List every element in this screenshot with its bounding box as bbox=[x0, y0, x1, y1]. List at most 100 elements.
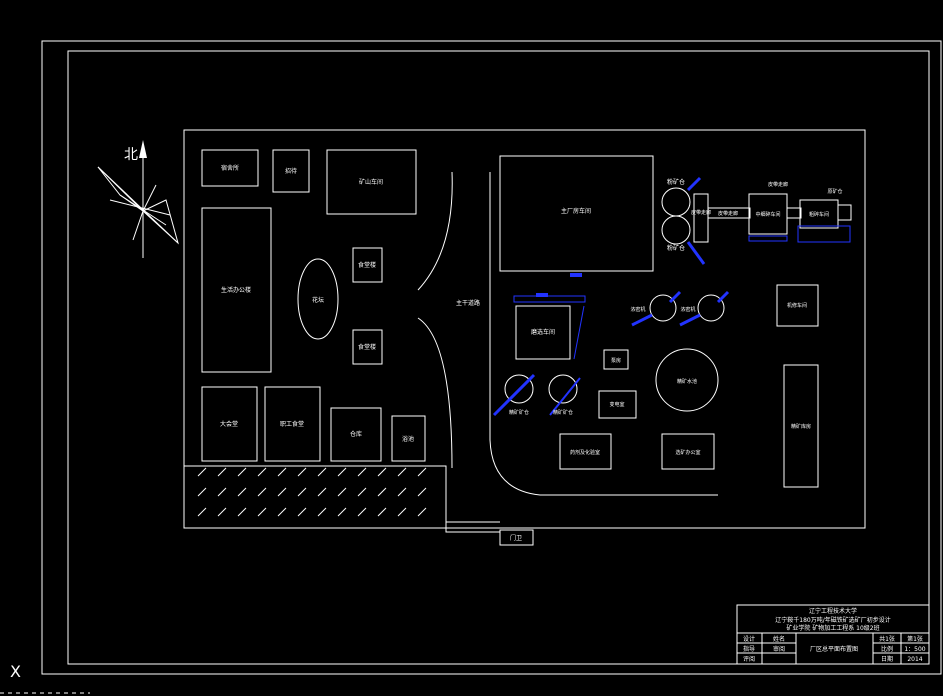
conveyor-tower-label: 皮带走廊 bbox=[691, 209, 711, 216]
building-office-label: 生活办公楼 bbox=[221, 286, 251, 294]
bin-top bbox=[661, 187, 691, 217]
machine-shop-label: 机修车间 bbox=[787, 302, 807, 309]
thickener-large bbox=[655, 348, 719, 412]
concentrate-bin-2-label: 精矿矿仓 bbox=[553, 409, 573, 416]
scale-value: 1：500 bbox=[904, 646, 925, 653]
conveyor-tower bbox=[693, 193, 709, 243]
label-check: 指导 bbox=[743, 645, 755, 653]
greenbelt-hatch bbox=[183, 465, 447, 529]
inner-frame bbox=[67, 50, 930, 665]
building-dorm-label: 宿舍所 bbox=[221, 164, 239, 172]
building-canteen-1 bbox=[352, 247, 383, 283]
site-boundary bbox=[183, 129, 866, 529]
lab-label: 药剂及化验室 bbox=[570, 449, 600, 456]
crusher-mid-label: 中细碎车间 bbox=[755, 211, 780, 218]
mill-dim-top bbox=[513, 295, 586, 303]
conveyor-mark-2 bbox=[686, 241, 706, 265]
mill-dim-mark bbox=[536, 293, 548, 297]
main-plant bbox=[499, 155, 654, 272]
concentrate-bin-1-label: 精矿矿仓 bbox=[509, 409, 529, 416]
door-mark bbox=[570, 273, 582, 277]
crusher-mid-dim bbox=[748, 235, 788, 242]
title-block bbox=[736, 604, 930, 665]
outer-frame bbox=[41, 40, 942, 675]
thickener-large-label: 精矿水池 bbox=[677, 378, 697, 385]
concentrate-store-label: 精矿库房 bbox=[791, 423, 811, 430]
date-value: 2014 bbox=[907, 656, 922, 663]
date-label: 日期 bbox=[881, 655, 893, 663]
building-hall bbox=[201, 386, 258, 462]
pump-room-label: 泵房 bbox=[611, 357, 621, 364]
coarse-crusher-dim bbox=[797, 225, 851, 243]
building-office bbox=[201, 207, 272, 373]
building-staff-canteen-label: 职工食堂 bbox=[280, 420, 304, 428]
belt-gallery-1 bbox=[707, 207, 751, 219]
mill-office-label: 选矿办公室 bbox=[675, 449, 700, 456]
gate-house bbox=[499, 529, 534, 546]
ucs-axis-icon: X bbox=[10, 662, 21, 681]
lab-building bbox=[559, 433, 612, 470]
road-lines bbox=[417, 171, 718, 533]
thickener-small-2 bbox=[697, 294, 725, 322]
raw-ore-bin bbox=[837, 204, 852, 221]
north-arrow-icon bbox=[97, 140, 179, 258]
building-staff-canteen bbox=[264, 386, 321, 462]
coarse-crusher-label: 粗碎车间 bbox=[809, 211, 829, 218]
conveyor-mark-1 bbox=[686, 176, 702, 192]
concentrate-bin-1 bbox=[504, 374, 534, 404]
belt-gallery-1-label: 皮带走廊 bbox=[718, 210, 738, 217]
thickener-small-1 bbox=[649, 294, 677, 322]
value-check: 审阅 bbox=[773, 645, 785, 653]
bin-top-label: 粉矿仓 bbox=[667, 178, 685, 186]
flower-bed-label: 花坛 bbox=[312, 296, 324, 304]
pump-room bbox=[603, 349, 629, 370]
sheet-number: 第1张 bbox=[907, 635, 923, 643]
pipe-mark-3 bbox=[716, 290, 730, 304]
building-warehouse bbox=[330, 407, 382, 462]
label-review: 评阅 bbox=[743, 655, 755, 663]
building-canteen-2-label: 食堂楼 bbox=[358, 343, 376, 351]
building-guest-label: 招待 bbox=[285, 167, 297, 175]
concentrate-store bbox=[783, 364, 819, 488]
bin-bottom-label: 粉矿仓 bbox=[667, 244, 685, 252]
building-bath bbox=[391, 415, 426, 462]
building-mine-shop bbox=[326, 149, 417, 215]
gate-label: 门卫 bbox=[510, 534, 522, 542]
belt-gallery-2 bbox=[786, 207, 802, 219]
pipe-mark-2 bbox=[668, 290, 682, 304]
mill-building bbox=[515, 305, 571, 360]
main-plant-label: 主厂房车间 bbox=[561, 207, 591, 215]
bin-bottom bbox=[661, 215, 691, 245]
mill-label: 磨选车间 bbox=[531, 328, 555, 336]
bin-mark-1 bbox=[492, 373, 536, 417]
title-dept: 矿业学院 矿物加工工程系 10级2班 bbox=[786, 624, 879, 632]
building-hall-label: 大会堂 bbox=[220, 420, 238, 428]
substation bbox=[598, 390, 637, 419]
substation-label: 变电室 bbox=[609, 401, 624, 408]
building-mine-shop-label: 矿山车间 bbox=[359, 178, 383, 186]
belt-gallery-2-label: 皮带走廊 bbox=[768, 181, 788, 188]
pipe-mark-4 bbox=[679, 313, 701, 327]
label-design: 设计 bbox=[743, 635, 755, 643]
building-bath-label: 浴池 bbox=[402, 435, 414, 443]
drawing-name: 厂区总平面布置图 bbox=[810, 645, 858, 653]
thickener-small-2-label: 浓密机 bbox=[680, 306, 695, 313]
title-project: 辽宁鞍千180万吨/年磁铁矿选矿厂初步设计 bbox=[775, 616, 890, 624]
scale-label: 比例 bbox=[881, 645, 893, 653]
mill-dim-side bbox=[573, 305, 585, 360]
machine-shop bbox=[776, 284, 819, 327]
thickener-small-1-label: 浓密机 bbox=[630, 306, 645, 313]
bin-mark-2 bbox=[549, 377, 581, 416]
flower-bed bbox=[297, 258, 339, 340]
pipe-mark-1 bbox=[631, 313, 653, 327]
building-dorm bbox=[201, 149, 259, 187]
title-school: 辽宁工程技术大学 bbox=[809, 607, 857, 615]
road-label: 主干道路 bbox=[456, 299, 480, 307]
mill-office bbox=[661, 433, 715, 470]
building-canteen-1-label: 食堂楼 bbox=[358, 261, 376, 269]
concentrate-bin-2 bbox=[548, 374, 578, 404]
building-canteen-2 bbox=[352, 329, 383, 365]
sheet-total: 共1张 bbox=[879, 635, 895, 643]
north-label: 北 bbox=[124, 147, 138, 163]
